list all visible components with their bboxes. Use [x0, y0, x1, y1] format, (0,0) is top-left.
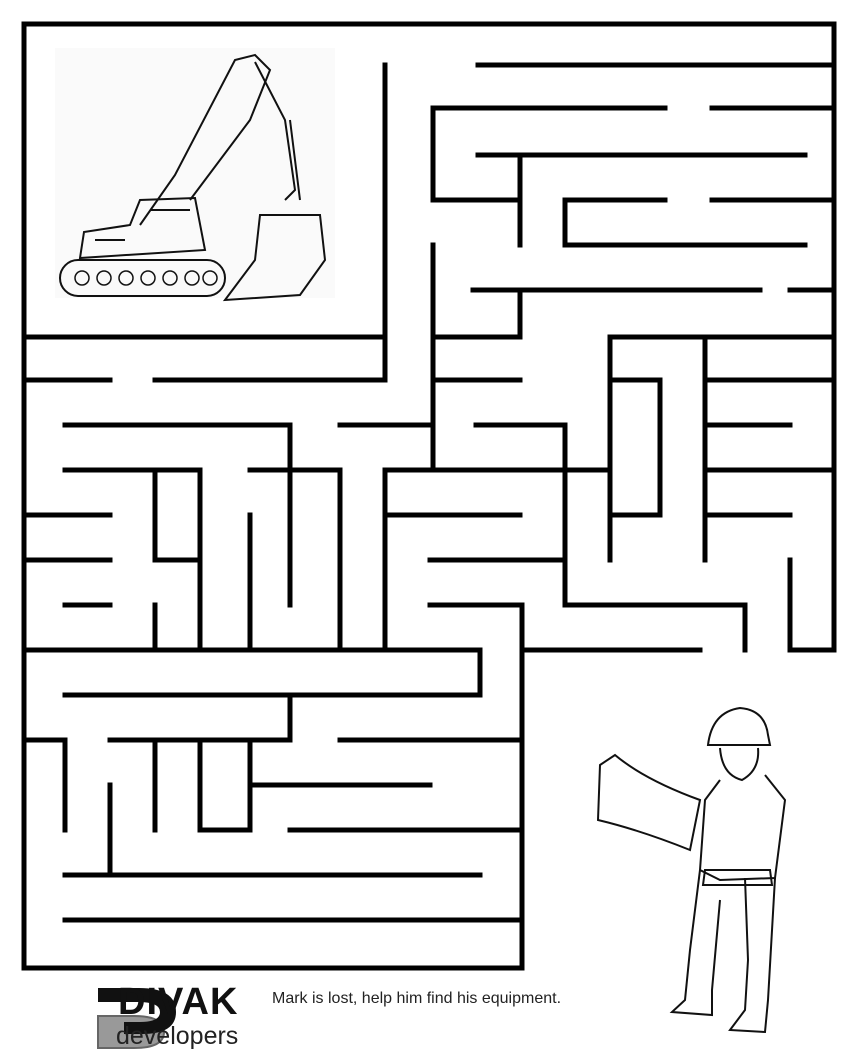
- divak-logo-icon: [97, 988, 176, 1049]
- excavator-illustration: [55, 48, 335, 302]
- worker-illustration: [596, 706, 787, 1034]
- maze-walls: [21, 21, 837, 971]
- brand-name: DIVAK: [118, 981, 239, 1023]
- brand-tagline: developers: [116, 1022, 239, 1050]
- maze-instruction: Mark is lost, help him find his equipmen…: [272, 990, 562, 1007]
